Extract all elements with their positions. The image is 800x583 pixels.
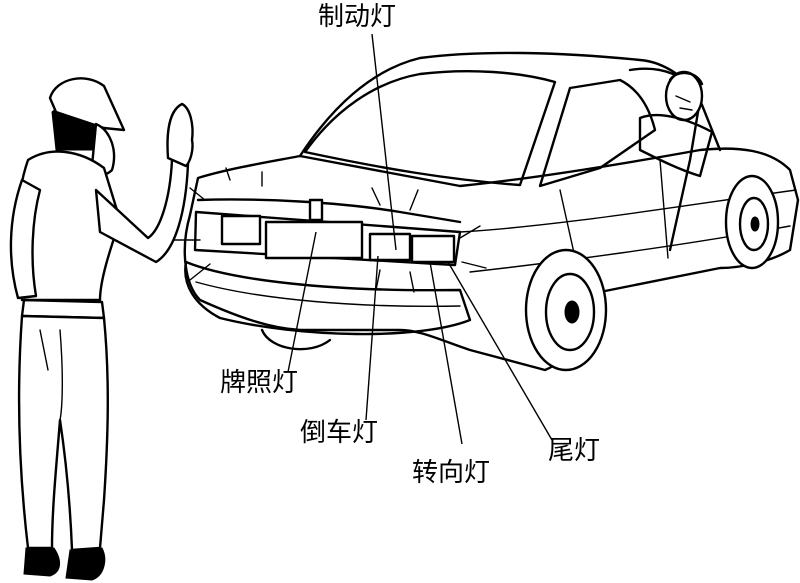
trunk-emblem (310, 200, 322, 220)
leader-reverse (366, 256, 378, 420)
mechanic-shoe-left (24, 548, 60, 576)
front-wheel (726, 176, 778, 268)
mechanic-figure (11, 78, 193, 580)
mechanic-shoe-right (66, 548, 105, 580)
tail-light-label: 尾灯 (548, 436, 600, 466)
license-plate-light-label: 牌照灯 (220, 368, 298, 398)
leader-brake (372, 34, 396, 250)
rear-window (305, 71, 555, 185)
mechanic-legs (19, 316, 108, 550)
mechanic-hand (168, 104, 193, 166)
rear-wheel (526, 250, 606, 370)
rear-bumper (185, 262, 470, 334)
car (172, 53, 798, 370)
right-lamp-inner (370, 234, 410, 260)
left-lamp (222, 216, 260, 244)
right-lamp-outer (412, 236, 454, 262)
brake-light-label: 制动灯 (318, 2, 396, 32)
driver-figure (640, 72, 712, 176)
turn-signal-label: 转向灯 (412, 458, 490, 488)
side-window (540, 80, 655, 186)
reverse-light-label: 倒车灯 (300, 418, 378, 448)
